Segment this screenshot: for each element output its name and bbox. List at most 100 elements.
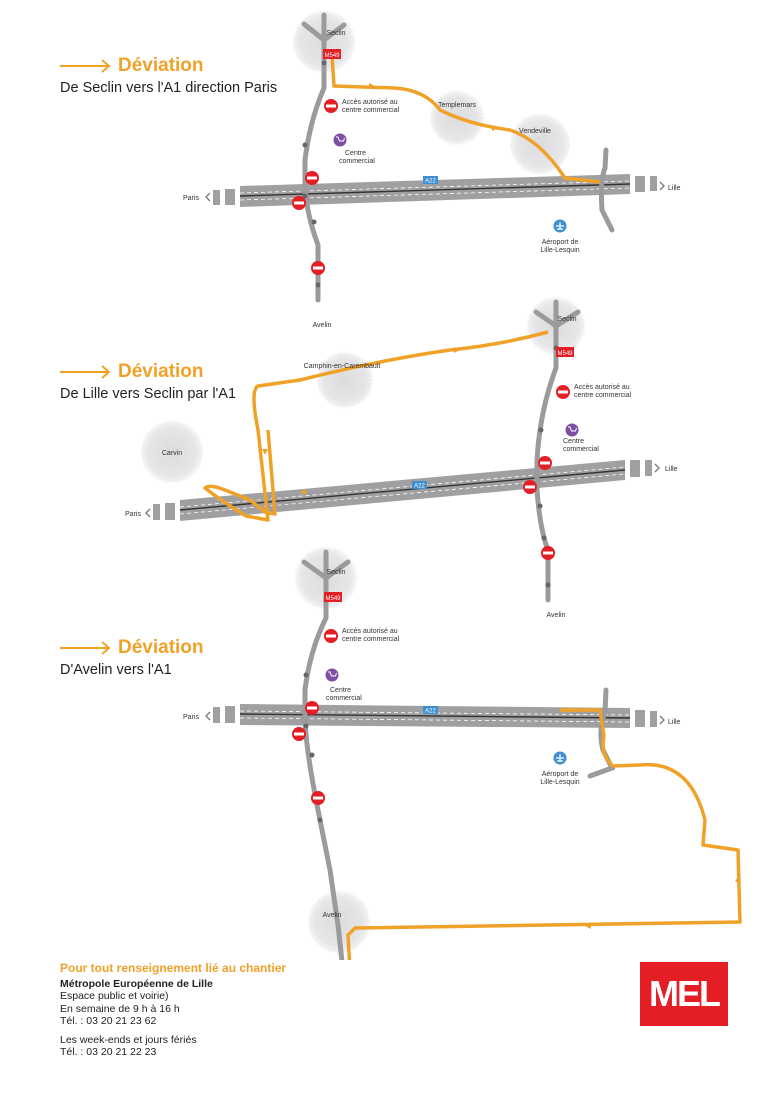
contact-dept: Espace public et voirie) xyxy=(60,990,169,1002)
deviation-panel-3: Déviation D'Avelin vers l'A1 M549 xyxy=(0,540,781,960)
contact-hours: En semaine de 9 h à 16 h xyxy=(60,1002,180,1015)
svg-text:A22: A22 xyxy=(425,709,436,715)
label-carvin: Carvin xyxy=(162,450,182,457)
no-entry-icon xyxy=(305,171,319,185)
panel-3-header: Déviation D'Avelin vers l'A1 xyxy=(60,637,204,678)
label-seclin: Seclin xyxy=(326,30,345,37)
contact-block: Pour tout renseignement lié au chantier … xyxy=(60,962,286,1059)
no-entry-icon xyxy=(311,791,325,805)
label-centre-2: commercial xyxy=(339,158,375,165)
chevron-right-icon xyxy=(654,463,660,473)
label-paris: Paris xyxy=(125,511,141,518)
panel-2-header: Déviation De Lille vers Seclin par l'A1 xyxy=(60,361,236,402)
logo-text: MEL xyxy=(649,973,721,1014)
label-avelin: Avelin xyxy=(323,912,342,919)
label-seclin: Seclin xyxy=(557,316,576,323)
label-aeroport-1: Aéroport de xyxy=(542,239,579,246)
label-templemars: Templemars xyxy=(438,102,477,109)
chevron-left-icon xyxy=(205,711,211,721)
contact-tel-1: Tél. : 03 20 21 23 62 xyxy=(60,1015,157,1027)
no-entry-icon xyxy=(324,99,338,113)
chevron-left-icon xyxy=(145,508,151,518)
no-entry-icon xyxy=(292,196,306,210)
label-centre-2: commercial xyxy=(326,695,362,702)
panel-2-subtitle: De Lille vers Seclin par l'A1 xyxy=(60,386,237,402)
no-entry-icon xyxy=(292,727,306,741)
deviation-label: Déviation xyxy=(118,637,204,658)
panel-1-subtitle: De Seclin vers l'A1 direction Paris xyxy=(60,80,278,96)
map-1: M549 A22 Seclin Accès autorisé au centre… xyxy=(183,10,681,329)
road xyxy=(301,549,351,581)
label-paris: Paris xyxy=(183,714,199,721)
map-2: M549 A22 Seclin Accès autorisé au centre… xyxy=(125,296,678,619)
label-paris: Paris xyxy=(183,195,199,202)
no-entry-icon xyxy=(556,385,570,399)
svg-text:M549: M549 xyxy=(324,53,340,59)
shopping-cart-icon xyxy=(325,668,339,682)
m549-badge xyxy=(324,592,342,602)
label-aeroport-2: Lille-Lesquin xyxy=(540,247,579,254)
label-acces-1: Accès autorisé au xyxy=(342,99,398,106)
label-camphin: Camphin-en-Carembault xyxy=(304,363,381,370)
mel-logo: MEL xyxy=(640,962,728,1026)
contact-tel-2: Tél. : 03 20 21 22 23 xyxy=(60,1046,157,1058)
contact-title: Pour tout renseignement lié au chantier xyxy=(60,961,287,975)
deviation-panel-1: Déviation De Seclin vers l'A1 direction … xyxy=(0,0,781,330)
svg-text:A22: A22 xyxy=(414,484,425,490)
m549-badge xyxy=(323,49,341,59)
label-centre-2: commercial xyxy=(563,446,599,453)
deviation-label: Déviation xyxy=(118,55,204,76)
label-acces-1: Accès autorisé au xyxy=(574,384,630,391)
no-entry-icon xyxy=(538,456,552,470)
panel-3-subtitle: D'Avelin vers l'A1 xyxy=(60,662,172,678)
road xyxy=(598,147,615,233)
deviation-route xyxy=(330,54,601,184)
label-avelin: Avelin xyxy=(313,322,332,329)
contact-org: Métropole Européenne de Lille xyxy=(60,977,213,990)
svg-text:M549: M549 xyxy=(557,351,573,357)
label-aeroport-1: Aéroport de xyxy=(542,771,579,778)
label-acces-2: centre commercial xyxy=(574,392,632,399)
deviation-route xyxy=(346,708,742,960)
a22-badge xyxy=(423,706,438,714)
chevron-left-icon xyxy=(205,192,211,202)
label-lille: Lille xyxy=(665,466,678,473)
shopping-cart-icon xyxy=(333,133,347,147)
svg-text:A22: A22 xyxy=(425,179,436,185)
label-acces-2: centre commercial xyxy=(342,107,400,114)
m549-badge xyxy=(556,347,574,357)
town-halo xyxy=(509,113,571,175)
arrow-right-icon xyxy=(60,641,111,655)
shopping-cart-icon xyxy=(565,423,579,437)
label-centre-1: Centre xyxy=(330,687,351,694)
a22-badge xyxy=(412,481,427,489)
no-entry-icon xyxy=(523,480,537,494)
chevron-right-icon xyxy=(659,715,665,725)
svg-text:M549: M549 xyxy=(325,596,341,602)
deviation-panel-2: Déviation De Lille vers Seclin par l'A1 xyxy=(0,290,781,630)
road xyxy=(301,12,347,43)
deviation-label: Déviation xyxy=(118,361,204,382)
label-acces-1: Accès autorisé au xyxy=(342,628,398,635)
airplane-icon xyxy=(553,219,567,233)
town-halo xyxy=(316,351,374,409)
contact-weekend: Les week-ends et jours fériés xyxy=(60,1033,197,1046)
label-avelin: Avelin xyxy=(547,612,566,619)
no-entry-icon xyxy=(324,629,338,643)
label-lille: Lille xyxy=(668,719,681,726)
panel-1-header: Déviation De Seclin vers l'A1 direction … xyxy=(60,55,277,96)
deviation-route xyxy=(203,330,549,522)
label-seclin: Seclin xyxy=(326,569,345,576)
map-3: M549 A22 Seclin Accès autorisé au centre… xyxy=(183,546,742,960)
road xyxy=(533,299,581,329)
town-halo xyxy=(140,420,204,484)
airplane-icon xyxy=(553,751,567,765)
road xyxy=(302,37,327,303)
chevron-right-icon xyxy=(659,181,665,191)
label-centre-1: Centre xyxy=(345,150,366,157)
no-entry-icon xyxy=(311,261,325,275)
label-aeroport-2: Lille-Lesquin xyxy=(540,779,579,786)
label-acces-2: centre commercial xyxy=(342,636,400,643)
no-entry-icon xyxy=(305,701,319,715)
arrow-right-icon xyxy=(60,59,111,73)
